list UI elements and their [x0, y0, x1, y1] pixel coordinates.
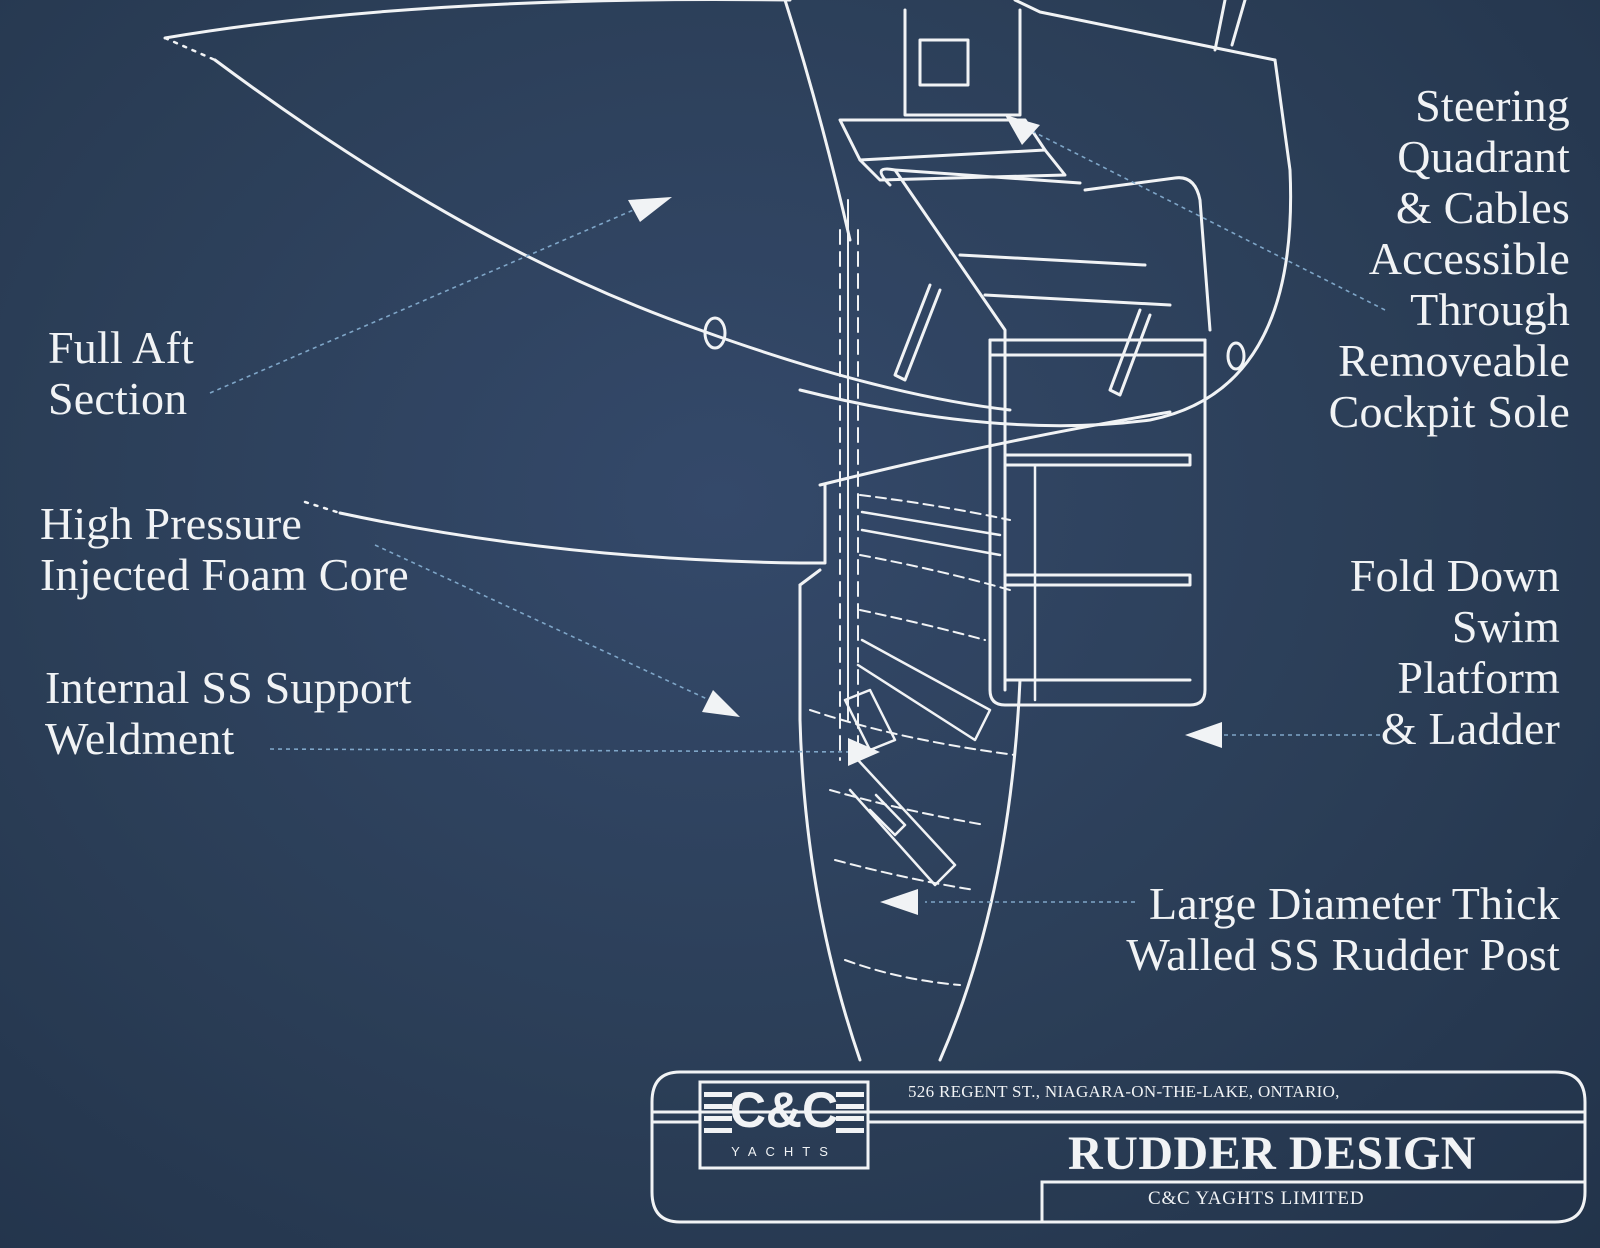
- rudder-blade-leading: [798, 568, 822, 587]
- stay-line: [1213, 0, 1227, 52]
- ladder-left-rail: [879, 167, 1007, 692]
- weldment-bar-4: [848, 758, 957, 887]
- rib-2: [859, 554, 1011, 591]
- waterline: [818, 410, 1172, 487]
- ladder-cross-1: [958, 253, 1147, 267]
- weldment-bar-5: [868, 793, 907, 837]
- logo-stripe-5: [836, 1092, 864, 1097]
- cc-yachts-logo: C&C YACHTS: [700, 1082, 868, 1164]
- ladder-cross-2: [983, 293, 1172, 307]
- ladder-top-rail: [893, 168, 1082, 185]
- weldment-bar-1: [860, 510, 1002, 557]
- arrow-rudder-post: [880, 889, 918, 915]
- rib-5: [829, 789, 986, 826]
- rib-6: [834, 859, 976, 891]
- logo-stripe-2: [704, 1104, 732, 1109]
- logo-mark: C&C: [729, 1082, 839, 1138]
- arrow-weldment: [848, 738, 880, 766]
- arrow-steering: [1005, 115, 1040, 145]
- rib-7: [844, 959, 961, 986]
- ladder-strut-left: [893, 283, 942, 382]
- logo-stripe-7: [836, 1116, 864, 1121]
- leader-weldment: [269, 748, 866, 753]
- rib-3: [859, 609, 986, 641]
- hull-sheer-line: [163, 0, 792, 40]
- hull-porthole-right: [1226, 341, 1246, 371]
- skeg-top: [338, 483, 827, 565]
- logo-frame: [698, 1080, 870, 1170]
- cockpit-hatch: [918, 38, 970, 87]
- title-block-company: C&C YAGHTS LIMITED: [1148, 1188, 1365, 1209]
- ladder-rung-1: [1003, 453, 1192, 467]
- hull-bottom-line: [213, 58, 1012, 412]
- label-steering-quadrant: Steering Quadrant & Cables Accessible Th…: [1328, 80, 1570, 437]
- logo-stripe-6: [836, 1104, 864, 1109]
- logo-subtitle: YACHTS: [731, 1144, 837, 1159]
- logo-stripe-8: [836, 1128, 864, 1133]
- weldment-bar-2: [856, 638, 992, 742]
- transom-upper: [783, 0, 852, 242]
- skeg-dotted: [303, 500, 342, 515]
- arrow-swim: [1185, 722, 1222, 748]
- label-rudder-post: Large Diameter Thick Walled SS Rudder Po…: [1126, 878, 1560, 980]
- ladder-inner-step: [988, 338, 1207, 357]
- ladder-rung-2: [1003, 573, 1192, 587]
- cockpit-sole-frame: [903, 8, 1022, 117]
- title-block-address: 526 REGENT ST., NIAGARA-ON-THE-LAKE, ONT…: [908, 1082, 1340, 1101]
- title-block-title: RUDDER DESIGN: [1068, 1127, 1476, 1180]
- label-swim-platform: Fold Down Swim Platform & Ladder: [1349, 550, 1560, 754]
- rib-1: [859, 494, 1011, 521]
- hull-porthole-left: [703, 316, 727, 350]
- arrow-full-aft: [628, 197, 672, 222]
- stay-line-2: [1230, 0, 1247, 47]
- leader-full-aft: [209, 204, 646, 394]
- rudder-blade-outline: [798, 583, 1022, 1062]
- label-high-pressure-foam: High Pressure Injected Foam Core: [40, 498, 409, 600]
- title-block-outline: [650, 1070, 1587, 1224]
- transom-line: [798, 58, 1293, 428]
- rib-4: [809, 709, 1016, 756]
- ladder-right-rail: [1083, 176, 1212, 332]
- ladder-strut-right: [1108, 308, 1152, 397]
- logo-stripe-1: [704, 1092, 732, 1097]
- quadrant-base: [858, 148, 1067, 182]
- arrow-foam-core: [702, 690, 740, 717]
- transom-deck-edge: [1013, 0, 1277, 62]
- leader-foam-core: [374, 544, 721, 706]
- label-internal-support: Internal SS Support Weldment: [45, 662, 412, 764]
- ladder-frame-left: [988, 338, 1207, 707]
- title-block-divider: [1040, 1180, 1585, 1222]
- label-full-aft-section: Full Aft Section: [48, 322, 195, 424]
- weldment-bar-3: [843, 688, 897, 752]
- hull-sheer-dotted: [163, 36, 217, 62]
- logo-stripe-3: [704, 1116, 732, 1121]
- logo-stripe-4: [704, 1128, 732, 1133]
